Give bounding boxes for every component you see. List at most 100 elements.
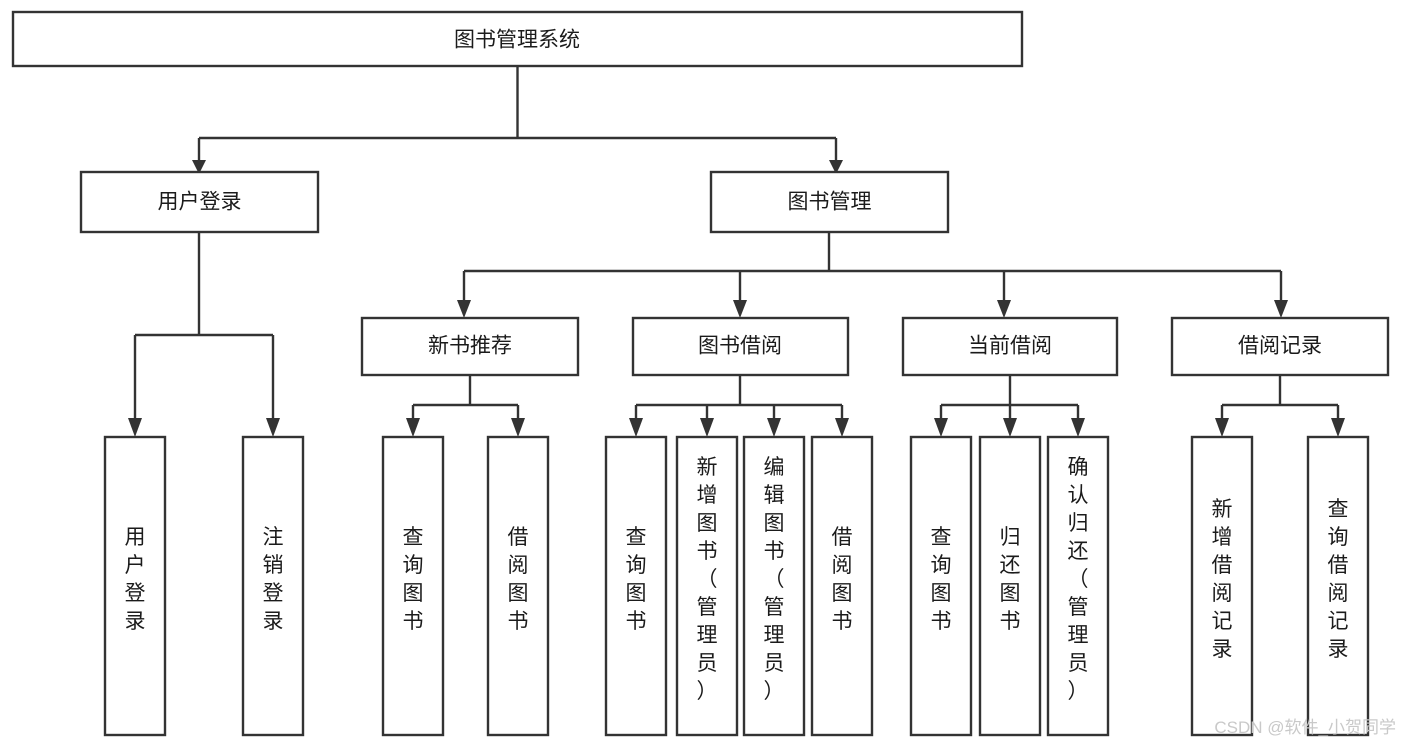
- node-leaf6-box[interactable]: [675, 435, 739, 737]
- arrow-head-leaf5: [629, 418, 643, 437]
- node-login-box[interactable]: [79, 170, 320, 234]
- arrow-head-leaf7: [767, 418, 781, 437]
- node-current[interactable]: 当前借阅: [901, 316, 1119, 377]
- node-leaf5-label: 查询图书: [626, 526, 647, 633]
- node-leaf6-label-group: 新增图书（管理员）: [697, 456, 718, 703]
- arrow-head-leaf1: [128, 418, 142, 437]
- connector-group-root: [192, 66, 843, 174]
- arrow-head-leaf9: [934, 418, 948, 437]
- node-leaf13-label: 查询借阅记录: [1328, 498, 1349, 661]
- node-leaf11[interactable]: 确认归还（管理员）: [1046, 435, 1110, 737]
- node-root[interactable]: 图书管理系统: [11, 10, 1024, 68]
- node-records-box[interactable]: [1170, 316, 1390, 377]
- node-leaf13[interactable]: 查询借阅记录: [1306, 435, 1370, 737]
- node-leaf4-box[interactable]: [486, 435, 550, 737]
- node-leaf12-label: 新增借阅记录: [1212, 498, 1233, 661]
- node-leaf4-label-group: 借阅图书: [508, 526, 529, 633]
- node-leaf1[interactable]: 用户登录: [103, 435, 167, 737]
- node-leaf11-label-group: 确认归还（管理员）: [1068, 456, 1089, 703]
- node-leaf11-box[interactable]: [1046, 435, 1110, 737]
- node-leaf9-box[interactable]: [909, 435, 973, 737]
- node-leaf8-box[interactable]: [810, 435, 874, 737]
- node-leaf3-label-group: 查询图书: [403, 526, 424, 633]
- node-borrow-label: 图书借阅: [698, 335, 782, 358]
- node-leaf6[interactable]: 新增图书（管理员）: [675, 435, 739, 737]
- node-leaf2[interactable]: 注销登录: [241, 435, 305, 737]
- arrow-head-leaf6: [700, 418, 714, 437]
- node-leaf9[interactable]: 查询图书: [909, 435, 973, 737]
- arrow-head-records: [1274, 300, 1288, 318]
- arrow-head-leaf4: [511, 418, 525, 437]
- arrow-head-newbook: [457, 300, 471, 318]
- node-leaf1-label-group: 用户登录: [125, 526, 146, 633]
- node-leaf1-label: 用户登录: [125, 526, 146, 633]
- node-bookmgmt[interactable]: 图书管理: [709, 170, 950, 234]
- node-newbook-box[interactable]: [360, 316, 580, 377]
- arrow-head-leaf13: [1331, 418, 1345, 437]
- node-leaf7-label-group: 编辑图书（管理员）: [764, 456, 785, 703]
- node-leaf11-label: 确认归还（管理员）: [1068, 456, 1089, 703]
- arrow-head-leaf8: [835, 418, 849, 437]
- connector-group-borrow: [629, 375, 849, 437]
- node-root-box[interactable]: [11, 10, 1024, 68]
- node-borrow[interactable]: 图书借阅: [631, 316, 850, 377]
- connector-group-bookmgmt: [457, 232, 1288, 318]
- connector-group-newbook: [406, 375, 525, 437]
- node-login-label: 用户登录: [158, 191, 242, 214]
- node-leaf13-box[interactable]: [1306, 435, 1370, 737]
- arrow-head-current: [997, 300, 1011, 318]
- node-root-label: 图书管理系统: [454, 29, 580, 52]
- arrow-head-leaf11: [1071, 418, 1085, 437]
- node-records-label: 借阅记录: [1238, 335, 1322, 358]
- node-leaf5-box[interactable]: [604, 435, 668, 737]
- node-newbook-label: 新书推荐: [428, 335, 512, 358]
- node-newbook[interactable]: 新书推荐: [360, 316, 580, 377]
- node-leaf10-label-group: 归还图书: [1000, 526, 1021, 633]
- node-login[interactable]: 用户登录: [79, 170, 320, 234]
- connector-group-current: [934, 375, 1085, 437]
- node-leaf12-label-group: 新增借阅记录: [1212, 498, 1233, 661]
- node-leaf3[interactable]: 查询图书: [381, 435, 445, 737]
- node-leaf10-label: 归还图书: [1000, 526, 1021, 633]
- csdn-watermark: CSDN @软件_小贺同学: [1214, 718, 1396, 737]
- arrow-head-leaf3: [406, 418, 420, 437]
- node-leaf2-label-group: 注销登录: [263, 526, 284, 633]
- node-leaf7-label: 编辑图书（管理员）: [764, 456, 785, 703]
- node-leaf3-label: 查询图书: [403, 526, 424, 633]
- node-leaf13-label-group: 查询借阅记录: [1328, 498, 1349, 661]
- node-bookmgmt-box[interactable]: [709, 170, 950, 234]
- node-records[interactable]: 借阅记录: [1170, 316, 1390, 377]
- connector-group-login: [128, 232, 280, 437]
- node-leaf2-box[interactable]: [241, 435, 305, 737]
- arrow-head-leaf12: [1215, 418, 1229, 437]
- arrow-head-leaf10: [1003, 418, 1017, 437]
- arrow-head-borrow: [733, 300, 747, 318]
- node-leaf12-box[interactable]: [1190, 435, 1254, 737]
- node-current-label: 当前借阅: [968, 335, 1052, 358]
- node-leaf10[interactable]: 归还图书: [978, 435, 1042, 737]
- arrow-head-login: [192, 160, 206, 174]
- node-leaf8-label: 借阅图书: [832, 526, 853, 633]
- node-leaf12[interactable]: 新增借阅记录: [1190, 435, 1254, 737]
- node-leaf10-box[interactable]: [978, 435, 1042, 737]
- arrow-head-bookmgmt: [829, 160, 843, 174]
- node-borrow-box[interactable]: [631, 316, 850, 377]
- node-leaf8-label-group: 借阅图书: [832, 526, 853, 633]
- node-leaf5[interactable]: 查询图书: [604, 435, 668, 737]
- node-leaf6-label: 新增图书（管理员）: [697, 456, 718, 703]
- node-leaf3-box[interactable]: [381, 435, 445, 737]
- node-leaf1-box[interactable]: [103, 435, 167, 737]
- connector-group-records: [1215, 375, 1345, 437]
- node-leaf7[interactable]: 编辑图书（管理员）: [742, 435, 806, 737]
- node-leaf9-label: 查询图书: [931, 526, 952, 633]
- node-leaf4[interactable]: 借阅图书: [486, 435, 550, 737]
- node-leaf8[interactable]: 借阅图书: [810, 435, 874, 737]
- node-leaf9-label-group: 查询图书: [931, 526, 952, 633]
- node-leaf5-label-group: 查询图书: [626, 526, 647, 633]
- node-leaf2-label: 注销登录: [263, 526, 284, 633]
- node-bookmgmt-label: 图书管理: [788, 191, 872, 214]
- node-leaf7-box[interactable]: [742, 435, 806, 737]
- node-current-box[interactable]: [901, 316, 1119, 377]
